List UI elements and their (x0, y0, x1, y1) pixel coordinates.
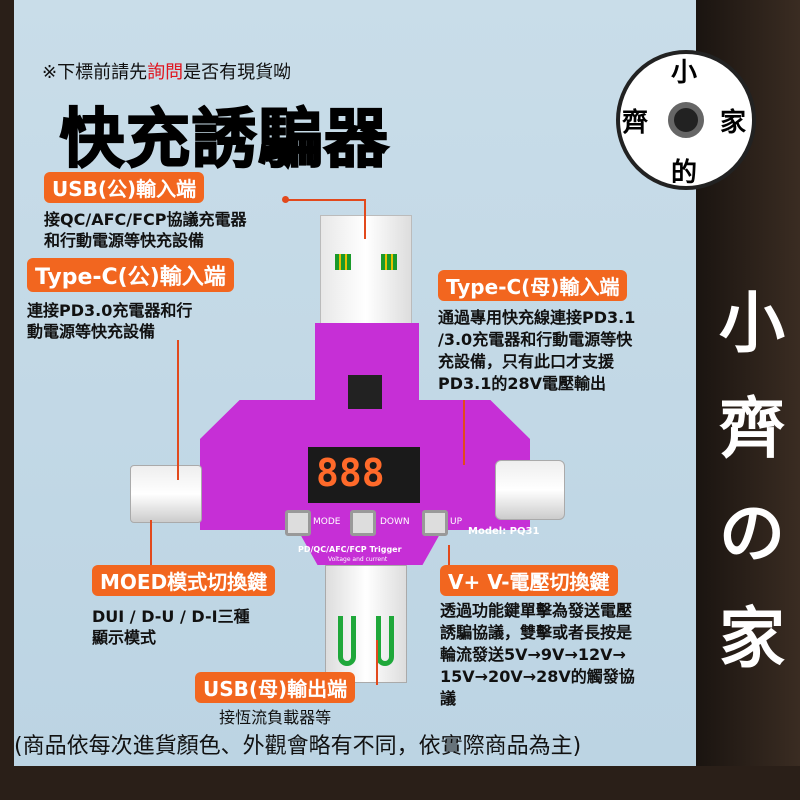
callout-line-text: 接QC/AFC/FCP協議充電器 (44, 210, 247, 229)
callout-voltage-key: V+ V-電壓切換鍵 透過功能鍵單擊為發送電壓誘騙協議，雙擊或者長按是輪流發送5… (440, 565, 635, 710)
callout-line-text: 通過專用快充線連接PD3.1 (438, 308, 636, 327)
callout-tag: Type-C(公)輸入端 (27, 258, 234, 292)
silkscreen-protocols: PD/QC/AFC/FCP Trigger (298, 545, 402, 554)
brand-logo: 小 齊 家 的 (596, 40, 776, 200)
up-label: UP (450, 517, 463, 527)
typec-male-plug (130, 465, 202, 523)
callout-line-text: 接恆流負載器等 (219, 708, 332, 727)
callout-tag: USB(母)輸出端 (195, 672, 356, 703)
callout-typec-female: Type-C(母)輸入端 通過專用快充線連接PD3.1/3.0充電器和行動電源等… (438, 270, 635, 395)
callout-line-text: 顯示模式 (92, 628, 157, 647)
usb-male-plug (320, 215, 412, 325)
pcb-chip (348, 375, 382, 409)
callout-line-text: 透過功能鍵單擊為發送電壓 (440, 601, 633, 620)
callout-line (448, 545, 450, 567)
callout-line-text: 輪流發送5V→9V→12V→ (440, 645, 626, 664)
callout-line-text: PD3.1的28V電壓輸出 (438, 374, 607, 393)
notice-highlight: 詢問 (147, 62, 184, 83)
usb-female-port (325, 565, 407, 683)
callout-tag: Type-C(母)輸入端 (438, 270, 628, 301)
notice-text: ※下標前請先詢問是否有現貨呦 (42, 58, 291, 84)
logo-char: 家 (720, 108, 747, 138)
typec-female-port (495, 460, 565, 520)
callout-line (376, 640, 378, 685)
down-label: DOWN (380, 517, 410, 527)
callout-tag: MOED模式切換鍵 (92, 565, 276, 596)
up-button[interactable] (422, 510, 448, 536)
brand-side-char: 齊 (719, 390, 785, 467)
display-digits: 888 (316, 451, 385, 495)
callout-line (364, 199, 366, 239)
callout-typec-male: Type-C(公)輸入端 連接PD3.0充電器和行動電源等快充設備 (27, 258, 234, 342)
brand-side-char: 家 (719, 600, 785, 677)
callout-line-text: 15V→20V→28V的觸發協 (440, 667, 635, 686)
callout-mode-key: MOED模式切換鍵 DUI / D-U / D-I三種顯示模式 (92, 565, 276, 648)
logo-char: 的 (671, 158, 698, 188)
callout-usb-female: USB(母)輸出端 接恆流負載器等 (195, 672, 356, 728)
mode-label: MODE (313, 517, 341, 527)
logo-char: 小 (671, 58, 698, 88)
callout-line (150, 520, 152, 565)
callout-line-text: 議 (440, 689, 457, 708)
callout-line-text: /3.0充電器和行動電源等快 (438, 330, 633, 349)
callout-line-text: 誘騙協議，雙擊或者長按是 (440, 623, 633, 642)
down-button[interactable] (350, 510, 376, 536)
notice-prefix: ※下標前請先 (42, 62, 148, 83)
callout-line (463, 400, 465, 465)
callout-line-text: 連接PD3.0充電器和行 (27, 301, 193, 320)
model-label: Model: PQ31 (468, 526, 540, 537)
silkscreen-subtitle: Voltage and current (328, 556, 388, 563)
callout-tag: V+ V-電壓切換鍵 (440, 565, 618, 596)
callout-line-text: 和行動電源等快充設備 (44, 231, 205, 250)
brand-side-char: 小 (719, 285, 785, 362)
callout-line-text: 充設備，只有此口才支援 (438, 352, 615, 371)
logo-char: 齊 (622, 108, 649, 138)
brand-side-char: の (719, 495, 785, 572)
seven-segment-display: 888 (308, 447, 420, 503)
callout-line (177, 340, 179, 480)
page-title: 快充誘騙器 (59, 102, 390, 178)
footer-disclaimer: (商品依每次進貨顏色、外觀會略有不同，依實際商品為主) (14, 734, 582, 759)
callout-line (285, 199, 365, 201)
device-image: 888 MODE DOWN UP Model: PQ31 PD/QC/AFC/F… (130, 215, 565, 683)
bottom-frame (0, 766, 800, 800)
mode-button[interactable] (285, 510, 311, 536)
callout-line-text: DUI / D-U / D-I三種 (92, 607, 250, 626)
callout-line-text: 動電源等快充設備 (27, 322, 156, 341)
callout-tag: USB(公)輸入端 (44, 172, 205, 203)
notice-suffix: 是否有現貨呦 (183, 62, 292, 83)
callout-usb-male: USB(公)輸入端 接QC/AFC/FCP協議充電器和行動電源等快充設備 (44, 172, 247, 251)
